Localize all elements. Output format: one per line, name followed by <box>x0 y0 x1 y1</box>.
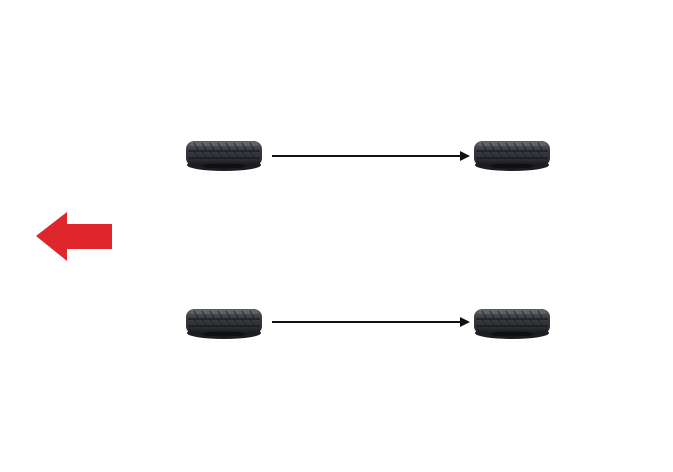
tire-left-front <box>473 140 551 172</box>
arrow-left-icon <box>36 212 112 261</box>
tire-right-front <box>473 308 551 340</box>
tire-right-rear <box>185 308 263 340</box>
tire-left-rear <box>185 140 263 172</box>
